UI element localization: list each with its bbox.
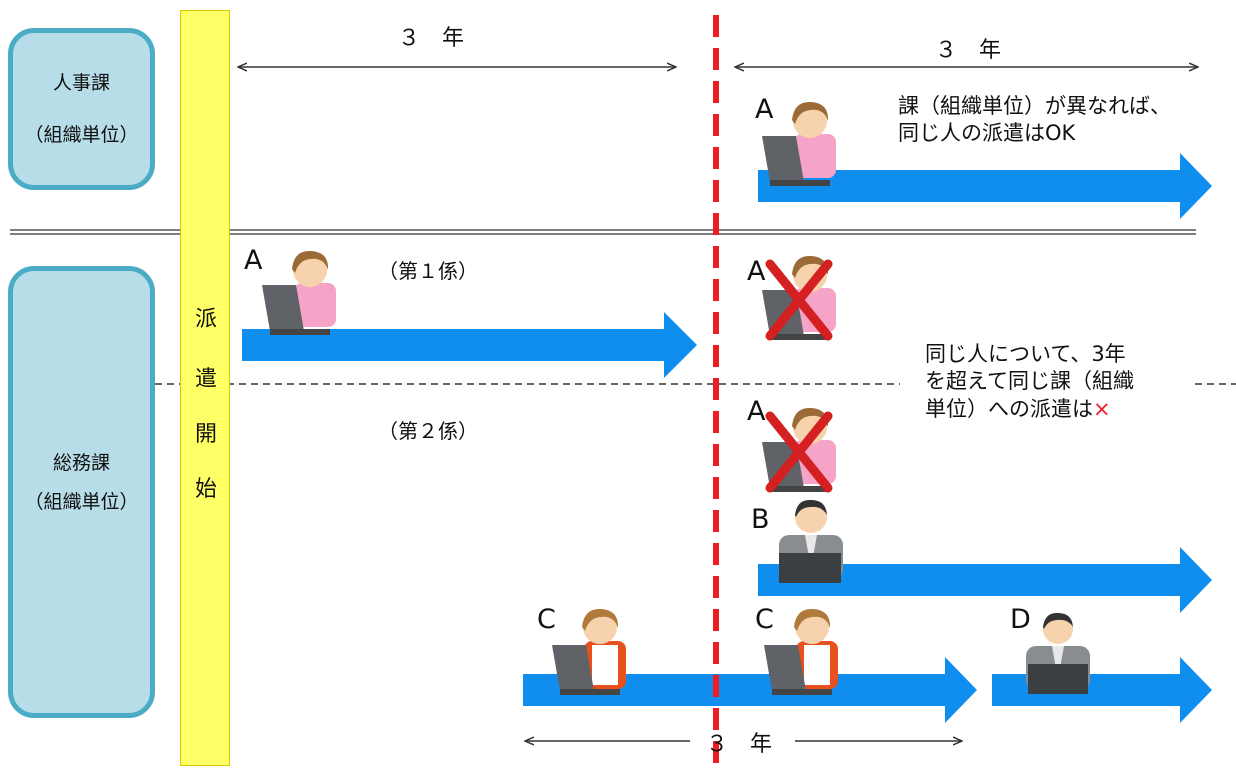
note-line: 単位）への派遣は×	[925, 396, 1134, 423]
dispatch-start-char: 始	[194, 477, 217, 502]
person-label-d: D	[1010, 604, 1031, 635]
period-arrow-a-jinji	[758, 153, 1212, 219]
cross-icon	[765, 259, 833, 341]
person-label-a: A	[747, 396, 766, 427]
person-label-c: C	[537, 604, 556, 635]
person-d-icon	[1026, 612, 1090, 694]
person-a-jinji-icon	[762, 101, 836, 186]
person-label-c: C	[755, 604, 774, 635]
dispatch-start-char: 開	[194, 422, 217, 447]
person-label-a: A	[244, 245, 263, 276]
dispatch-start-bar: 派 遣 開 始	[180, 10, 230, 766]
period-arrow-c	[523, 657, 977, 723]
period-arrow-a-first	[242, 312, 697, 378]
person-c-right-icon	[764, 608, 838, 695]
dispatch-start-char: 派	[194, 307, 217, 332]
cross-icon	[765, 411, 833, 493]
note-different-dept-ok: 課（組織単位）が異なれば、 同じ人の派遣はOK	[898, 93, 1171, 148]
span-label-top-left: ３ 年	[398, 26, 465, 51]
period-arrow-d	[992, 657, 1212, 723]
person-a-rejected-first-icon	[762, 255, 836, 341]
person-a-rejected-second-icon	[762, 407, 836, 493]
person-b-icon	[779, 499, 843, 583]
section-label-second: （第２係）	[378, 419, 478, 443]
somu-dept-name: 総務課	[52, 452, 110, 474]
person-c-left-icon	[552, 608, 626, 695]
somu-dept-box	[8, 266, 155, 718]
note-same-dept-ng: 同じ人について、3年 を超えて同じ課（組織 単位）への派遣は×	[925, 341, 1134, 423]
note-line: を超えて同じ課（組織	[925, 369, 1134, 394]
section-label-first: （第１係）	[378, 259, 478, 283]
span-label-top-right: ３ 年	[935, 38, 1002, 63]
dispatch-start-char: 遣	[194, 367, 217, 392]
note-line: 同じ人について、3年	[925, 342, 1126, 366]
span-label-bottom: ３ 年	[706, 732, 773, 757]
period-arrow-b	[758, 547, 1212, 613]
note-line-text: 単位）への派遣は	[925, 396, 1093, 421]
jinji-dept-box	[8, 28, 155, 190]
person-a-first-icon	[262, 250, 336, 335]
somu-dept-unit: （組織単位）	[24, 491, 139, 513]
jinji-dept-name: 人事課	[52, 72, 110, 94]
person-label-b: B	[751, 504, 770, 535]
ng-mark: ×	[1093, 396, 1111, 421]
person-label-a: A	[755, 94, 774, 125]
jinji-dept-unit: （組織単位）	[24, 124, 139, 146]
note-line: 課（組織単位）が異なれば、	[898, 94, 1171, 118]
note-line: 同じ人の派遣はOK	[898, 121, 1076, 146]
person-label-a: A	[747, 256, 766, 287]
